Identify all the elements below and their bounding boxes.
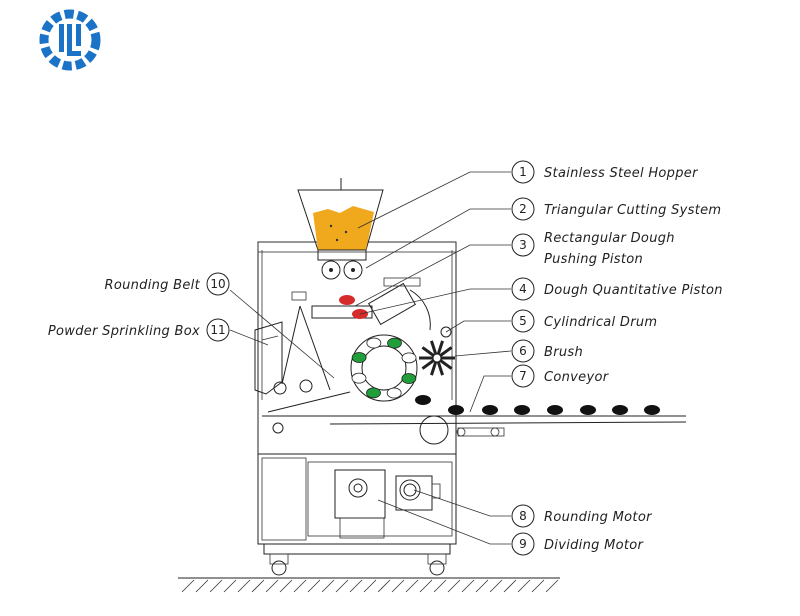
drum-pocket: [366, 387, 381, 399]
callout-label: Dough Quantitative Piston: [544, 283, 723, 298]
callout-number-circle: [511, 197, 535, 221]
drum-pocket: [386, 387, 402, 399]
callout-number-circle: [511, 233, 535, 257]
dough-ball: [580, 405, 596, 415]
callout-11: 11 Powder Sprinkling Box: [48, 318, 269, 346]
dough-ball: [547, 405, 563, 415]
callout-5: 5 Cylindrical Drum: [445, 309, 657, 333]
callout-9: 9 Dividing Motor: [377, 499, 645, 556]
callout-10: 10 Rounding Belt: [105, 272, 335, 379]
callout-label: Rounding Belt: [105, 278, 201, 293]
leader-line: [229, 329, 269, 346]
callout-label: Triangular Cutting System: [544, 203, 721, 218]
callout-number: 4: [519, 282, 527, 296]
callout-label: Rounding Motor: [544, 510, 653, 525]
callout-number-circle: [511, 364, 535, 388]
callout-label: Dividing Motor: [544, 538, 645, 553]
cylindrical-drum: [350, 334, 418, 402]
hopper: [297, 178, 384, 261]
leader-line: [377, 499, 511, 545]
callout-number-circle: [511, 339, 535, 363]
callout-label: Rectangular Dough: [544, 231, 675, 246]
conveyor: [262, 395, 687, 445]
callout-label: Conveyor: [544, 370, 610, 385]
callout-label: Stainless Steel Hopper: [544, 166, 699, 181]
callout-number: 1: [519, 165, 527, 179]
floor-hatch: [178, 577, 560, 593]
callout-label: Powder Sprinkling Box: [48, 324, 200, 339]
callout-7: 7 Conveyor: [469, 364, 610, 413]
dough-ball: [514, 405, 530, 415]
callout-number-circle: [511, 277, 535, 301]
callout-number: 7: [519, 369, 527, 383]
callout-number-circle: [206, 272, 230, 296]
callout-number: 6: [519, 344, 527, 358]
leader-line: [413, 489, 511, 517]
callout-2: 2 Triangular Cutting System: [365, 197, 721, 269]
dough-ball: [612, 405, 628, 415]
callout-6: 6 Brush: [454, 339, 583, 363]
powder-sprinkling-box: [254, 321, 283, 395]
callout-number-circle: [206, 318, 230, 342]
callout-4: 4 Dough Quantitative Piston: [359, 277, 723, 315]
callout-number-circle: [511, 309, 535, 333]
drum-pocket: [351, 352, 367, 363]
leader-line: [357, 171, 511, 229]
callout-number-circle: [511, 160, 535, 184]
callout-8: 8 Rounding Motor: [413, 489, 653, 528]
drum-pocket: [351, 372, 367, 384]
callout-1: 1 Stainless Steel Hopper: [357, 160, 699, 229]
callout-label-line2: Pushing Piston: [544, 252, 643, 267]
leader-line: [359, 288, 511, 315]
drum-pocket: [401, 352, 417, 364]
leader-line: [454, 350, 512, 357]
dough-ball: [415, 395, 431, 405]
pistons: [311, 277, 452, 338]
brush: [419, 340, 455, 376]
machine-body: [257, 241, 457, 576]
dough-ball: [448, 405, 464, 415]
leader-line: [469, 375, 511, 413]
gear-logo-icon: [39, 9, 101, 71]
callout-label: Brush: [544, 345, 583, 360]
dough-ball: [482, 405, 498, 415]
drum-pocket: [366, 337, 382, 349]
leader-line: [354, 244, 511, 307]
dough-ball: [644, 405, 660, 415]
brush-hub: [432, 353, 442, 363]
cutting-rollers: [321, 260, 363, 280]
drum-pocket: [387, 337, 402, 349]
callout-number: 2: [519, 202, 527, 216]
callout-label: Cylindrical Drum: [544, 315, 657, 330]
callout-number: 5: [519, 314, 527, 328]
drum-pocket: [401, 373, 417, 384]
rounding-belt: [267, 291, 351, 413]
callout-number: 10: [210, 277, 225, 291]
leader-line: [365, 208, 511, 269]
callout-number-circle: [511, 504, 535, 528]
leader-line: [445, 320, 511, 333]
callout-number: 3: [519, 238, 527, 252]
callout-number: 11: [210, 323, 225, 337]
callout-number: 8: [519, 509, 527, 523]
callout-number: 9: [519, 537, 527, 551]
callout-number-circle: [511, 532, 535, 556]
leader-line: [229, 289, 335, 379]
